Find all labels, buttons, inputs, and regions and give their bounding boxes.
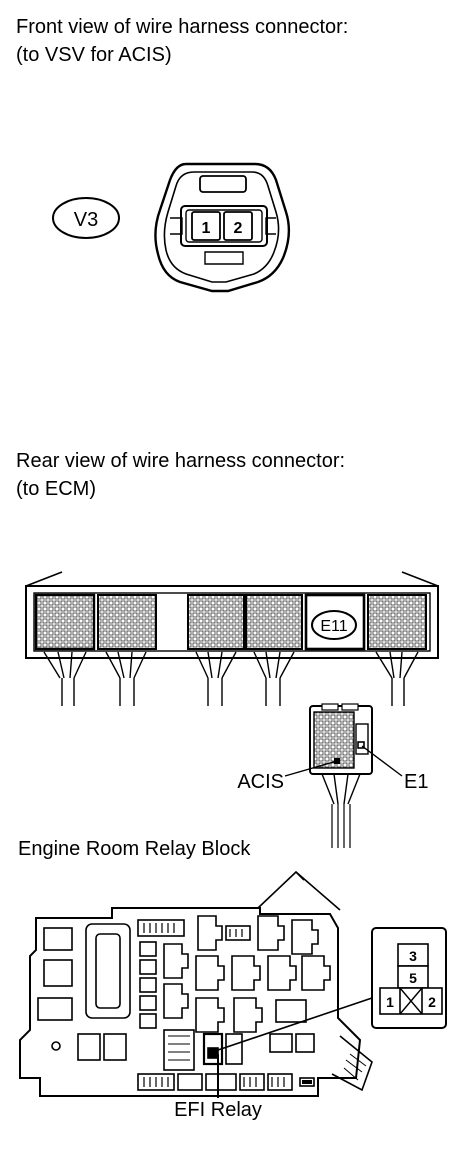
relay-terminal-2-label: 2 [428,994,436,1010]
ecm-pin-block-6 [367,594,427,650]
e11-enlarged-connector [309,703,373,848]
acis-leader-line [284,760,338,777]
e1-pin-highlight [357,741,365,749]
v3-pin-2-label: 2 [234,220,243,237]
ecm-housing-top-right [401,571,439,587]
e1-leader-line [361,745,403,777]
acis-terminal-label: ACIS [237,771,284,793]
relay-terminal-5-label: 5 [409,970,417,986]
relay-block-title: Engine Room Relay Block [18,838,251,860]
relay-terminal-3-label: 3 [409,948,417,964]
v3-connector-group: V3 1 2 [52,162,291,293]
ecm-slot-e11: E11 [304,593,366,651]
relay-terminal-1-label: 1 [386,994,394,1010]
ecm-pin-block-2 [97,594,157,650]
front-view-subtitle: (to VSV for ACIS) [16,44,172,66]
ecm-connector-group: E11 [25,571,439,848]
relay-block-group [19,870,373,1097]
relay-detail-leader-line [217,997,373,1051]
v3-id-label: V3 [74,209,98,231]
v3-pin-1-label: 1 [202,220,211,237]
efi-relay-label: EFI Relay [174,1099,262,1121]
v3-id-bubble [52,197,120,239]
relay-coil-symbol [399,987,423,1015]
e11-id-bubble [311,610,357,640]
rear-view-subtitle: (to ECM) [16,478,96,500]
relay-block-outline [19,907,362,1097]
ecm-pin-block-3 [187,594,245,650]
front-view-title: Front view of wire harness connector: [16,16,349,38]
v3-connector-face [154,162,291,293]
ecm-pin-block-4 [245,594,303,650]
e1-terminal-label: E1 [404,771,428,793]
relay-terminal-detail [371,927,447,1029]
rear-view-title: Rear view of wire harness connector: [16,450,346,472]
ecm-housing-top-left [25,571,63,587]
e11-id-label: E11 [320,618,347,635]
ecm-pin-block-1 [34,593,96,651]
ecm-wire-bundles [43,651,419,706]
